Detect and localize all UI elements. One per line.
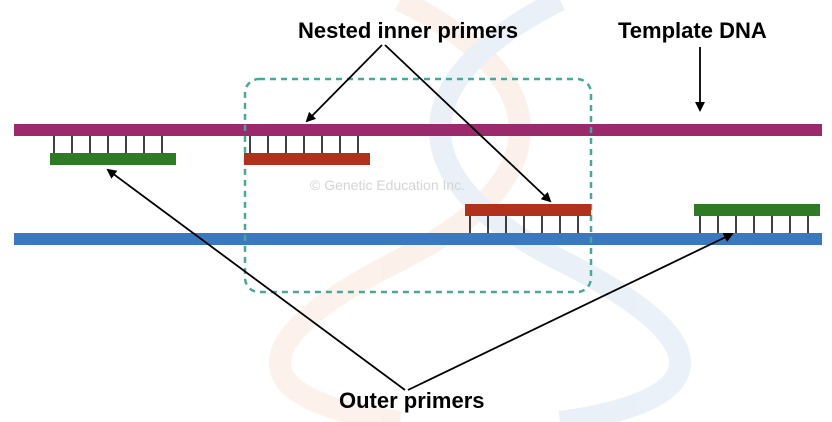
annotation-arrows bbox=[106, 44, 734, 391]
outer-primer-left-bar bbox=[50, 153, 176, 165]
arrow-nested-to-inner-left bbox=[305, 44, 383, 123]
nested-region-box bbox=[243, 77, 593, 294]
arrow-outer-to-left bbox=[106, 168, 406, 391]
arrow-outer-to-right bbox=[407, 232, 734, 391]
watermark-text: © Genetic Education Inc. bbox=[310, 177, 465, 193]
outer-primers-label: Outer primers bbox=[339, 388, 485, 413]
template-strand-bottom bbox=[14, 233, 822, 245]
outer-primer-right bbox=[694, 204, 820, 233]
inner-primer-right-ticks bbox=[469, 216, 579, 233]
outer-primer-right-bar bbox=[694, 204, 820, 216]
nested-primers-label: Nested inner primers bbox=[298, 18, 518, 43]
inner-primer-right-bar bbox=[465, 204, 591, 216]
inner-primer-right bbox=[465, 204, 591, 233]
outer-primer-right-ticks bbox=[699, 216, 809, 233]
inner-primer-left bbox=[244, 136, 370, 165]
template-dna-label: Template DNA bbox=[618, 18, 767, 43]
outer-primer-left-ticks bbox=[53, 136, 163, 153]
template-strand-top bbox=[14, 124, 822, 136]
inner-primer-left-bar bbox=[244, 153, 370, 165]
outer-primer-left bbox=[50, 136, 176, 165]
inner-primer-left-ticks bbox=[249, 136, 359, 153]
arrow-nested-to-inner-right bbox=[384, 44, 552, 203]
